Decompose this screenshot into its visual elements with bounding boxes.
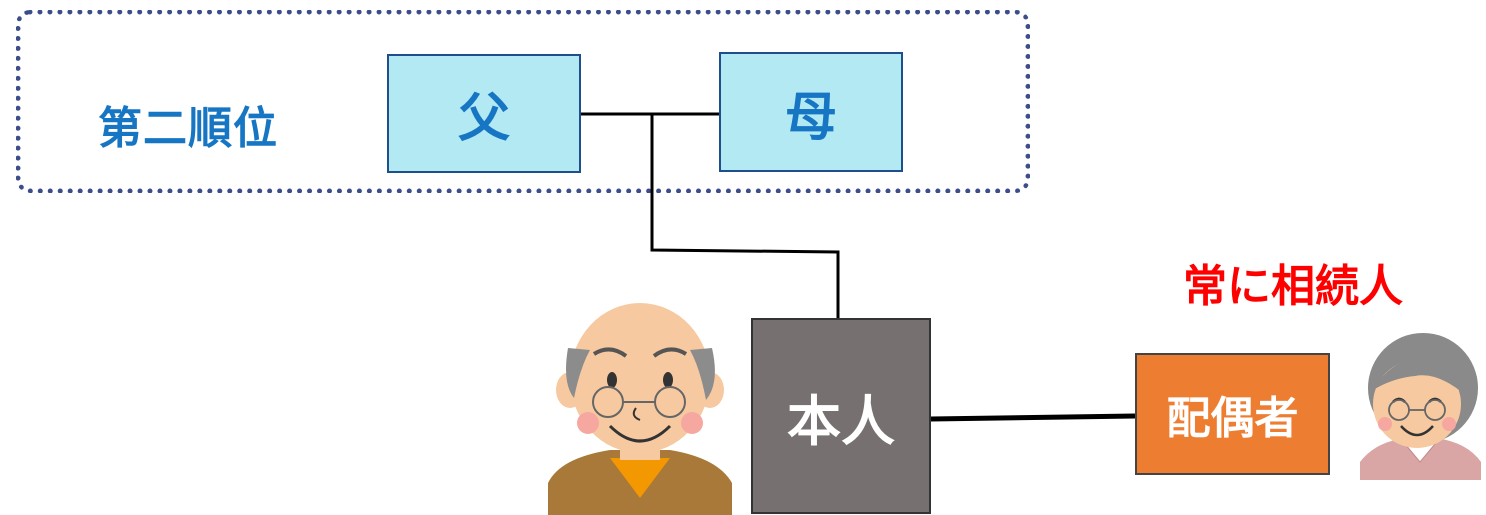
father-node: 父 (387, 54, 581, 173)
always-heir-note: 常に相続人 (1183, 261, 1403, 312)
mother-node: 母 (719, 52, 903, 172)
group-label: 第二順位 (98, 103, 278, 154)
parent-to-self-line (650, 114, 840, 318)
self-node: 本人 (751, 318, 931, 514)
grandma-illustration-icon (1360, 333, 1481, 480)
spouse-node: 配偶者 (1135, 353, 1330, 475)
grandpa-illustration-icon (548, 303, 732, 515)
marriage-line-self-spouse (930, 413, 1136, 422)
second-rank-group-box (16, 10, 1030, 193)
